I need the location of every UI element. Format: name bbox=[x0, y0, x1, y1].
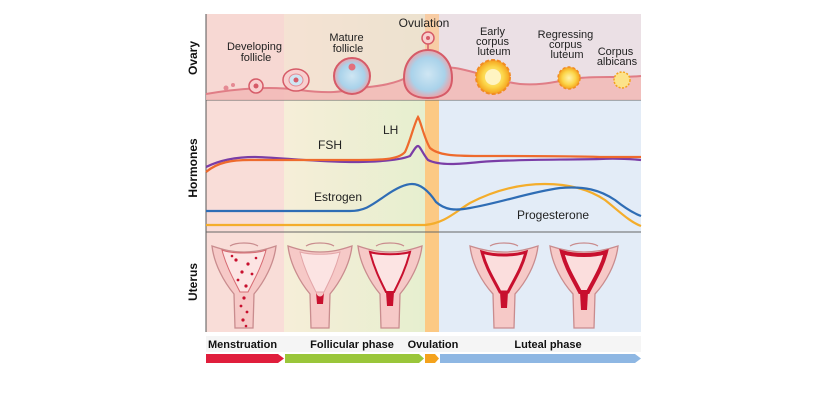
fsh-curve bbox=[205, 144, 642, 168]
released-oocyte-nucleus bbox=[426, 36, 430, 40]
menstruation-arrow bbox=[206, 354, 284, 363]
early-corpus-luteum-core bbox=[485, 69, 501, 85]
uterus-late-luteal bbox=[549, 242, 619, 329]
phase-label-ovulation: Ovulation bbox=[408, 339, 459, 351]
row-label-ovary: Ovary bbox=[186, 41, 200, 75]
uterus-early-luteal bbox=[469, 242, 539, 329]
uterus-late-follicular bbox=[357, 242, 423, 329]
luteal-arrow bbox=[440, 354, 641, 363]
lh-curve bbox=[205, 114, 641, 173]
regressing-corpus-luteum bbox=[557, 66, 581, 90]
luteal-background bbox=[439, 14, 641, 332]
secondary-follicle-oocyte bbox=[293, 77, 299, 83]
ovulation-arrow bbox=[425, 354, 439, 363]
label-lh: LH bbox=[383, 123, 398, 137]
phase-label-luteal: Luteal phase bbox=[514, 339, 581, 351]
label-estrogen: Estrogen bbox=[314, 190, 362, 204]
mature-follicle bbox=[333, 57, 371, 95]
phase-label-follicular: Follicular phase bbox=[310, 339, 394, 351]
label-progesterone: Progesterone bbox=[517, 208, 589, 222]
primordial-follicle bbox=[231, 83, 235, 87]
follicular-arrow bbox=[285, 354, 424, 363]
row-label-hormones: Hormones bbox=[186, 138, 200, 198]
developing-follicle-oocyte bbox=[253, 83, 259, 89]
uterus-early-follicular bbox=[287, 242, 353, 329]
label-fsh: FSH bbox=[318, 138, 342, 152]
mature-follicle-oocyte bbox=[348, 63, 356, 71]
label-regressing-corpus-luteum: Regressing corpus luteum bbox=[538, 29, 597, 61]
uterus-menstruation bbox=[211, 242, 277, 329]
label-early-corpus-luteum: Early corpus luteum bbox=[476, 26, 512, 58]
corpus-albicans bbox=[613, 71, 631, 89]
label-corpus-albicans: Corpus albicans bbox=[597, 46, 638, 68]
phase-label-menstruation: Menstruation bbox=[208, 339, 277, 351]
estrogen-curve bbox=[206, 182, 642, 218]
primordial-follicle bbox=[223, 85, 229, 91]
label-mature-follicle: Mature follicle bbox=[329, 32, 366, 55]
progesterone-curve bbox=[206, 182, 642, 228]
phase-bar-background bbox=[206, 336, 641, 352]
row-label-uterus: Uterus bbox=[186, 263, 200, 301]
ovulating-follicle bbox=[402, 48, 454, 100]
label-developing-follicle: Developing follicle bbox=[227, 41, 285, 64]
label-ovulation-ovary: Ovulation bbox=[399, 16, 450, 30]
